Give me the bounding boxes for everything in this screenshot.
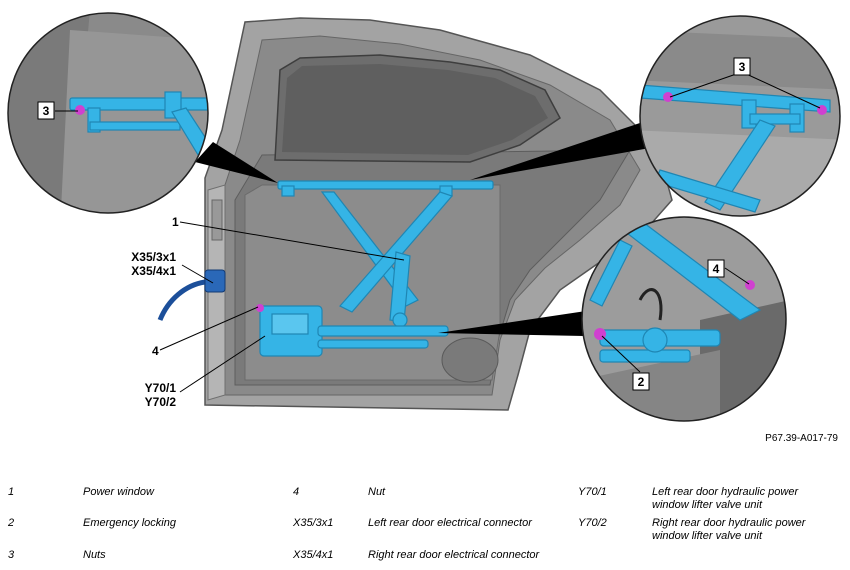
legend-key-3: 3 — [8, 549, 15, 561]
callout-y70-1: Y70/1 — [145, 381, 177, 395]
electrical-connector — [157, 269, 226, 321]
callout-4-detail: 4 — [713, 262, 720, 276]
leader-wedge-bottom — [438, 311, 586, 336]
callout-3-right: 3 — [739, 60, 746, 74]
leader-wedge-left — [195, 142, 278, 183]
legend-text-x35-4x1: Right rear door electrical connector — [368, 549, 540, 561]
callout-x35-3x1: X35/3x1 — [131, 250, 176, 264]
legend-text-1: Power window — [83, 486, 154, 498]
legend-key-4: 4 — [293, 486, 300, 498]
legend: 1 Power window 2 Emergency locking 3 Nut… — [0, 478, 850, 570]
legend-key-y70-1: Y70/1 — [578, 486, 607, 498]
figure-reference: P67.39-A017-79 — [765, 433, 838, 444]
detail-view-bottom — [581, 216, 787, 422]
legend-text-3: Nuts — [83, 549, 106, 561]
callout-1: 1 — [172, 215, 179, 229]
callout-4: 4 — [152, 344, 159, 358]
legend-key-x35-4x1: X35/4x1 — [293, 549, 334, 561]
callout-x35-4x1: X35/4x1 — [131, 264, 176, 278]
callout-3-left: 3 — [43, 104, 50, 118]
door-diagram: 1 X35/3x1 X35/4x1 4 Y70/1 Y70/2 3 3 4 2 — [7, 12, 841, 422]
nut-fastener — [256, 304, 264, 312]
legend-text-4: Nut — [368, 486, 386, 498]
callout-leaders — [55, 71, 821, 393]
legend-text-x35-3x1: Left rear door electrical connector — [368, 517, 532, 529]
legend-key-2: 2 — [8, 517, 15, 529]
callout-y70-2: Y70/2 — [145, 395, 177, 409]
power-window-assembly — [259, 180, 494, 357]
legend-text-y70-2: Right rear door hydraulic power window l… — [652, 517, 806, 542]
legend-text-y70-1: Left rear door hydraulic power window li… — [652, 486, 799, 511]
legend-key-1: 1 — [8, 486, 15, 498]
legend-text-2: Emergency locking — [83, 517, 176, 529]
leader-wedge-right — [470, 123, 650, 180]
callout-2: 2 — [638, 375, 645, 389]
detail-view-right — [639, 15, 841, 217]
detail-view-left — [7, 12, 209, 214]
legend-key-x35-3x1: X35/3x1 — [293, 517, 334, 529]
legend-key-y70-2: Y70/2 — [578, 517, 607, 529]
